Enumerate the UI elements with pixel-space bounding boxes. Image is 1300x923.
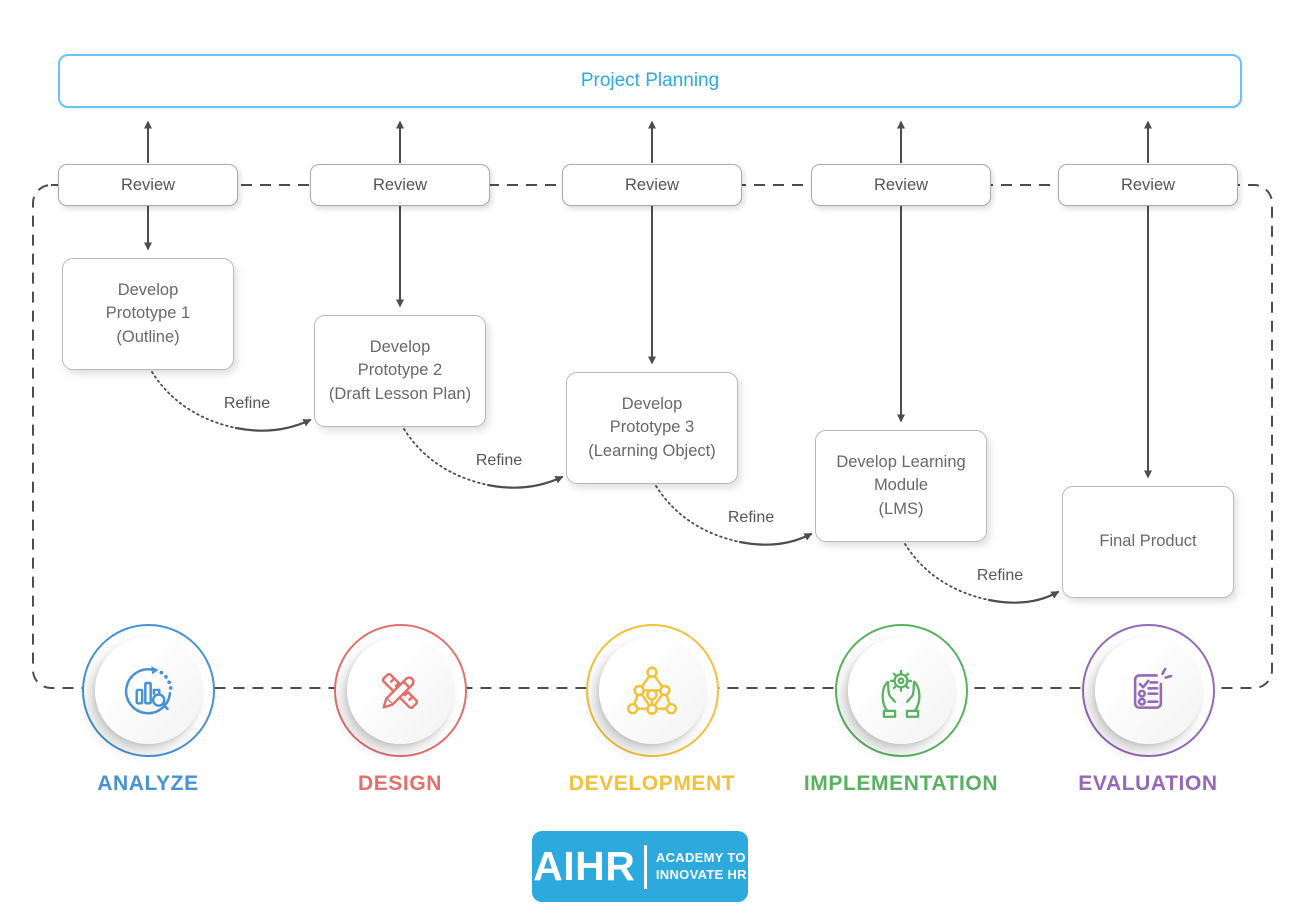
box-line: Develop [621,394,683,413]
phase-label-analyze: ANALYZE [97,772,199,795]
phase-label-development: DEVELOPMENT [568,772,736,795]
box-line: (Outline) [116,327,180,346]
refine-label-4: Refine [976,567,1024,584]
develop-prototype-3-box: Develop Prototype 3 (Learning Object) [566,372,738,484]
box-line: Final Product [1099,532,1197,551]
box-line: Develop Learning [836,452,966,471]
network-nodes-icon [626,666,678,715]
review-box-4: Review [811,164,991,206]
phase-circle-analyze [81,624,215,757]
develop-learning-module-box: Develop Learning Module (LMS) [815,430,987,542]
box-line: Prototype 2 [357,361,443,380]
phase-inner-disc [346,637,454,744]
develop-prototype-1-box: Develop Prototype 1 (Outline) [62,258,234,370]
phase-inner-disc [598,637,706,744]
refine-label-2: Refine [475,452,523,469]
phase-label-design: DESIGN [357,772,443,795]
phase-inner-disc [94,637,202,744]
review-box-5: Review [1058,164,1238,206]
box-line: Develop [117,280,179,299]
aihr-logo: AIHR ACADEMY TO INNOVATE HR [532,831,748,902]
refine-arrows [151,371,1060,604]
aihr-logo-brand: AIHR [533,843,636,889]
box-line: (LMS) [878,499,924,518]
box-line: Prototype 1 [105,304,191,323]
aihr-logo-tagline: ACADEMY TO INNOVATE HR [656,850,747,883]
phase-circle-design [333,624,467,757]
review-box-3: Review [562,164,742,206]
refine-label-3: Refine [727,509,775,526]
box-line: Develop [369,337,431,356]
project-planning-box: Project Planning [58,54,1242,108]
phase-circle-development [585,624,719,757]
hands-gear-icon [881,669,921,718]
phase-inner-disc [847,637,955,744]
final-product-box: Final Product [1062,486,1234,598]
review-box-1: Review [58,164,238,206]
refine-label-1: Refine [223,395,271,412]
bar-chart-search-icon [124,665,173,714]
tagline-line: ACADEMY TO [655,850,746,866]
tagline-line: INNOVATE HR [655,866,747,882]
aihr-logo-divider [644,844,647,889]
pencil-ruler-icon [381,672,419,709]
phase-circle-evaluation [1081,624,1215,757]
box-line: Module [873,476,929,495]
box-line: (Draft Lesson Plan) [328,384,472,403]
review-box-2: Review [310,164,490,206]
box-line: (Learning Object) [588,441,716,460]
phase-inner-disc [1094,637,1202,744]
phase-label-evaluation: EVALUATION [1078,772,1218,795]
box-line: Prototype 3 [609,418,695,437]
project-planning-label: Project Planning [580,70,720,91]
checklist-icon [1133,667,1173,709]
review-to-develop-arrows [144,206,1152,479]
phase-circle-implementation [834,624,968,757]
review-to-planning-arrows [144,120,1152,163]
phase-label-implementation: IMPLEMENTATION [803,772,999,795]
develop-prototype-2-box: Develop Prototype 2 (Draft Lesson Plan) [314,315,486,427]
